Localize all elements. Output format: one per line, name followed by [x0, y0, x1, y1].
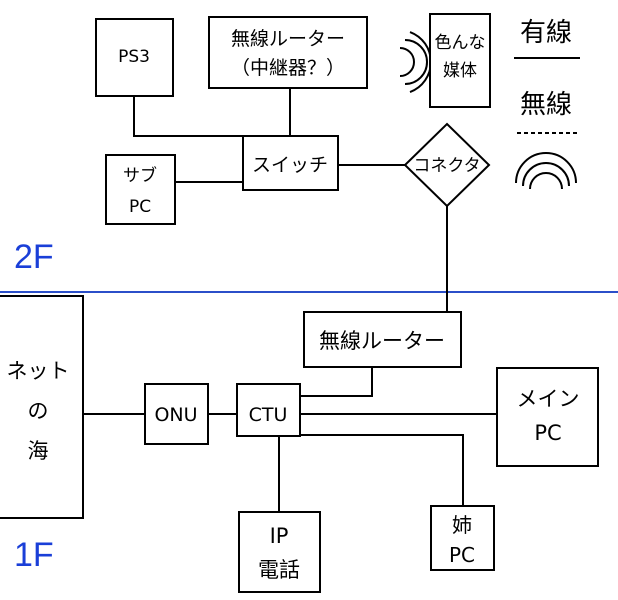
svg-text:海: 海	[28, 439, 49, 463]
svg-text:色んな: 色んな	[435, 33, 486, 53]
floor-label-2f: 2F	[14, 238, 54, 276]
svg-text:スイッチ: スイッチ	[252, 154, 328, 176]
node-ps3: PS3	[95, 18, 174, 97]
floor-label-1f: 1F	[14, 536, 54, 574]
wire-ps3-switch	[133, 96, 243, 137]
node-wireless-router: 無線ルーター	[303, 311, 462, 368]
node-various-media: 色んな 媒体	[429, 13, 491, 108]
svg-text:PC: PC	[449, 543, 475, 567]
svg-text:CTU: CTU	[249, 404, 288, 426]
node-ip-phone: IP 電話	[238, 511, 321, 593]
svg-text:PS3: PS3	[118, 47, 150, 67]
svg-text:媒体: 媒体	[443, 61, 477, 81]
legend-wireless-label: 無線	[520, 90, 572, 120]
svg-text:メイン: メイン	[517, 387, 580, 411]
svg-text:電話: 電話	[258, 558, 300, 582]
svg-text:IP: IP	[270, 524, 289, 548]
node-main-pc: メイン PC	[496, 367, 599, 467]
svg-text:サブ: サブ	[123, 165, 157, 186]
node-ctu: CTU	[236, 383, 301, 437]
node-connector: コネクタ	[403, 122, 491, 208]
svg-text:無線ルーター: 無線ルーター	[319, 329, 445, 353]
wire-ctu-router	[300, 367, 373, 397]
node-internet-sea: ネット の 海	[0, 295, 84, 519]
legend: 有線 無線	[514, 18, 580, 190]
node-sister-pc: 姉 PC	[430, 505, 495, 571]
svg-text:無線ルーター: 無線ルーター	[231, 28, 345, 50]
svg-text:（中継器？）: （中継器？）	[231, 57, 345, 79]
svg-text:の: の	[28, 399, 49, 423]
node-onu: ONU	[144, 383, 209, 445]
legend-wireless-icon	[515, 152, 577, 190]
svg-text:PC: PC	[129, 197, 151, 217]
svg-text:姉: 姉	[452, 513, 472, 537]
node-wireless-router-relay: 無線ルーター （中継器？）	[208, 16, 368, 89]
node-sub-pc: サブ PC	[105, 154, 176, 225]
svg-text:PC: PC	[534, 421, 561, 445]
wire-ctu-sisterpc	[300, 434, 464, 506]
svg-text:ネット: ネット	[7, 359, 70, 383]
node-switch: スイッチ	[242, 135, 339, 191]
svg-text:コネクタ: コネクタ	[413, 156, 480, 176]
svg-text:ONU: ONU	[154, 404, 197, 426]
wireless-waves-icon	[399, 31, 432, 93]
legend-wired-label: 有線	[520, 18, 572, 48]
